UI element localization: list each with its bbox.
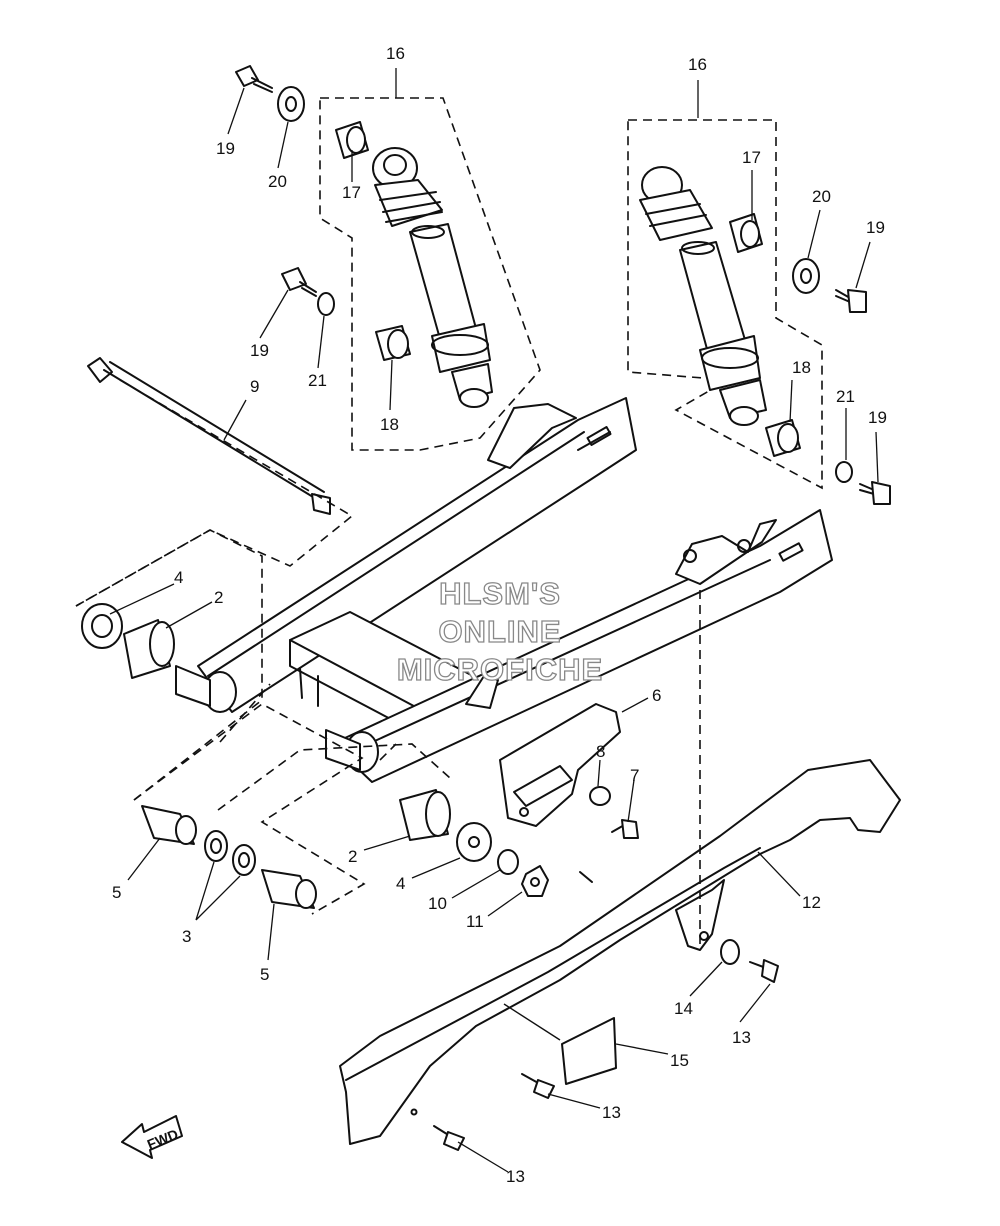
callout-13-middle: 13 <box>602 1103 621 1122</box>
callout-4-left: 4 <box>174 568 183 587</box>
callout-20-top-left: 20 <box>268 172 287 191</box>
washer-14 <box>720 939 740 965</box>
bolt-7 <box>611 819 639 839</box>
collar-8 <box>589 786 611 806</box>
fwd-badge: FWD <box>121 1115 183 1159</box>
callout-19-lower-right: 19 <box>868 408 887 427</box>
callout-numbers: 16 16 17 17 18 18 19 20 19 21 20 19 21 1… <box>112 44 887 1186</box>
left-shock-absorber <box>372 147 493 408</box>
bushing-17-left <box>335 121 369 159</box>
right-shock-absorber <box>639 166 767 426</box>
callout-15: 15 <box>670 1051 689 1070</box>
callout-17-left: 17 <box>342 183 361 202</box>
callout-14: 14 <box>674 999 693 1018</box>
leader-lines <box>109 68 879 1173</box>
callout-2-left: 2 <box>214 588 223 607</box>
washer-10 <box>497 849 519 875</box>
chain-guide <box>499 703 621 827</box>
pivot-shaft <box>75 357 354 607</box>
screw-13-right <box>749 959 779 983</box>
bolt-19-lower-right <box>859 481 891 505</box>
oil-seal-4-right <box>456 822 492 862</box>
lower-left-dashed-box <box>133 703 366 915</box>
collar-5-lower <box>261 869 317 909</box>
callout-18-left: 18 <box>380 415 399 434</box>
bushing-2-left <box>123 619 175 679</box>
callout-7: 7 <box>630 766 639 785</box>
oil-seal-4-left <box>81 603 123 649</box>
callout-21-right: 21 <box>836 387 855 406</box>
chain-case <box>339 759 901 1145</box>
callout-18-right: 18 <box>792 358 811 377</box>
watermark-line-1: HLSM'S <box>439 576 561 611</box>
callout-13-right: 13 <box>732 1028 751 1047</box>
washer-20-top-left <box>277 86 305 122</box>
callout-16-right: 16 <box>688 55 707 74</box>
callout-3: 3 <box>182 927 191 946</box>
callout-2-right: 2 <box>348 847 357 866</box>
callout-11: 11 <box>466 912 484 931</box>
thrust-washer-3a <box>204 830 228 862</box>
right-bearing-dashed-box <box>217 743 451 811</box>
bushing-18-right <box>765 419 801 457</box>
screw-13-middle <box>521 1073 555 1099</box>
left-shock-group <box>319 97 541 451</box>
label-15 <box>503 1003 617 1085</box>
thrust-washer-3b <box>232 844 256 876</box>
bushing-17-right <box>729 213 763 253</box>
bolt-19-upper-right <box>835 289 867 313</box>
callout-19-upper-right: 19 <box>866 218 885 237</box>
watermark-line-3: MICROFICHE <box>397 652 603 687</box>
callout-12: 12 <box>802 893 821 912</box>
callout-4-right: 4 <box>396 874 405 893</box>
bolt-19-top-left <box>235 65 273 93</box>
callout-9: 9 <box>250 377 259 396</box>
nut-11 <box>521 865 549 897</box>
callout-20-right: 20 <box>812 187 831 206</box>
collar-5-upper <box>141 805 197 845</box>
callout-16-left: 16 <box>386 44 405 63</box>
forward-arrow-icon <box>121 1115 183 1159</box>
right-shock-dashed-outline <box>627 119 823 490</box>
callout-13-lower: 13 <box>506 1167 525 1186</box>
left-shock-dashed-outline <box>319 97 541 451</box>
watermark-line-2: ONLINE <box>438 614 561 649</box>
screw-13-lower <box>433 1125 465 1151</box>
bushing-2-right <box>399 789 451 841</box>
washer-21-left <box>317 292 335 316</box>
callout-5-lower: 5 <box>260 965 269 984</box>
bolt-19-mid-left <box>281 267 317 297</box>
callout-5-upper: 5 <box>112 883 121 902</box>
callout-6: 6 <box>652 686 661 705</box>
callout-21-left: 21 <box>308 371 327 390</box>
callout-8: 8 <box>596 742 605 761</box>
bushing-18-left <box>375 325 411 361</box>
callout-19-mid-left: 19 <box>250 341 269 360</box>
left-bearing-dashed-box <box>75 529 263 801</box>
watermark: HLSM'S ONLINE MICROFICHE <box>396 575 603 687</box>
callout-19-top-left: 19 <box>216 139 235 158</box>
callout-17-right: 17 <box>742 148 761 167</box>
right-shock-group <box>627 119 823 490</box>
swingarm <box>175 397 833 783</box>
washer-21-right <box>835 461 853 483</box>
callout-10: 10 <box>428 894 447 913</box>
washer-20-right <box>792 258 820 294</box>
